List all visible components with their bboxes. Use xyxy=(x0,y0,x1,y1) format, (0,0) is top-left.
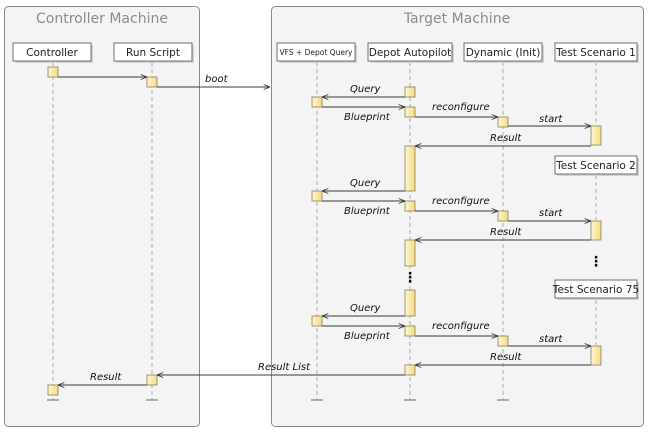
activation-box xyxy=(404,325,416,337)
participant-vfs-label: VFS + Depot Query xyxy=(280,48,354,57)
participant-scenario2-label: Test Scenario 2 xyxy=(555,160,636,172)
message-query-label: Query xyxy=(350,84,381,95)
controller-machine-title: Controller Machine xyxy=(36,11,168,27)
activation-box xyxy=(311,190,323,202)
participant-dynamic: Dynamic (Init) xyxy=(463,42,544,63)
activation-box xyxy=(146,374,158,386)
activation-box xyxy=(404,364,416,376)
activation-box xyxy=(47,384,59,396)
participant-scenario75: Test Scenario 75 xyxy=(552,279,639,300)
activation-box xyxy=(590,125,602,146)
participant-scenario1: Test Scenario 1 xyxy=(554,42,639,63)
message-start-label: start xyxy=(539,114,563,125)
message-result-label: Result xyxy=(490,227,522,238)
message-start-label: start xyxy=(539,208,563,219)
activation-box xyxy=(497,116,509,128)
activation-box xyxy=(590,345,602,366)
activations xyxy=(47,66,602,396)
controller-machine-frame: Controller Machine xyxy=(4,6,200,427)
activation-box xyxy=(404,145,416,192)
activation-box xyxy=(311,96,323,108)
activation-box xyxy=(404,86,416,98)
message-result-list-label: Result List xyxy=(258,362,311,373)
participant-scenario2: Test Scenario 2 xyxy=(554,155,639,176)
message-reconfigure-label: reconfigure xyxy=(432,196,490,207)
message-result-label: Result xyxy=(490,352,522,363)
participant-dynamic-label: Dynamic (Init) xyxy=(466,47,541,59)
message-reconfigure-label: reconfigure xyxy=(432,102,490,113)
message-query-label: Query xyxy=(350,303,381,314)
message-blueprint-label: Blueprint xyxy=(344,112,391,123)
message-start-label: start xyxy=(539,334,563,345)
activation-box xyxy=(497,335,509,347)
message-blueprint-label: Blueprint xyxy=(344,206,391,217)
activation-box xyxy=(47,66,59,78)
message-blueprint-label: Blueprint xyxy=(344,331,391,342)
messages: boot Query Blueprint reconfigure start R… xyxy=(58,74,591,385)
participant-scenario75-label: Test Scenario 75 xyxy=(552,284,639,296)
message-result-controller-label: Result xyxy=(90,372,122,383)
participant-vfs: VFS + Depot Query xyxy=(276,42,357,63)
participant-controller: Controller xyxy=(12,42,93,63)
participant-depot-label: Depot Autopilot xyxy=(369,47,452,59)
target-machine-title: Target Machine xyxy=(403,11,510,27)
activation-box xyxy=(404,289,416,317)
activation-box xyxy=(590,220,602,241)
message-reconfigure-label: reconfigure xyxy=(432,321,490,332)
participant-depot: Depot Autopilot xyxy=(367,42,454,63)
message-result-label: Result xyxy=(490,133,522,144)
ellipsis-markers: ⋮ ⋮ xyxy=(403,254,603,286)
activation-box xyxy=(404,106,416,118)
participant-scenario1-label: Test Scenario 1 xyxy=(555,47,636,59)
activation-box xyxy=(311,315,323,327)
activation-box xyxy=(404,200,416,212)
message-query-label: Query xyxy=(350,178,381,189)
ellipsis-scenarios: ⋮ xyxy=(589,254,603,270)
participant-controller-label: Controller xyxy=(26,47,78,59)
activation-box xyxy=(146,76,158,88)
activation-box xyxy=(404,239,416,267)
target-machine-frame: Target Machine xyxy=(271,6,644,427)
participant-run-script-label: Run Script xyxy=(126,47,180,59)
message-boot-label: boot xyxy=(205,74,229,85)
activation-box xyxy=(497,210,509,222)
participant-run-script: Run Script xyxy=(113,42,194,63)
ellipsis-depot: ⋮ xyxy=(403,270,417,286)
